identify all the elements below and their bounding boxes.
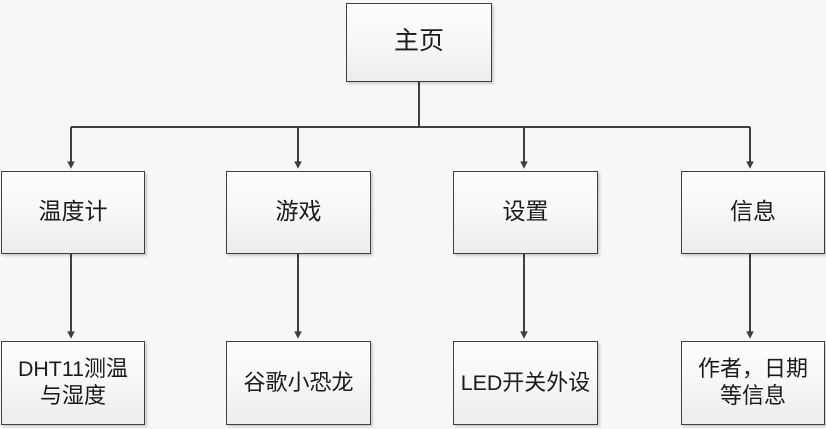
node-about[interactable]: 作者，日期等信息 — [681, 341, 825, 425]
node-thermometer-label: 温度计 — [38, 199, 108, 225]
node-dino[interactable]: 谷歌小恐龙 — [226, 341, 371, 425]
node-led[interactable]: LED开关外设 — [453, 341, 598, 425]
node-games[interactable]: 游戏 — [226, 171, 371, 254]
node-dht11-label: DHT11测温与湿度 — [18, 356, 128, 408]
node-dht11[interactable]: DHT11测温与湿度 — [1, 341, 145, 425]
node-home-label: 主页 — [393, 28, 444, 56]
node-about-label: 作者，日期等信息 — [697, 356, 808, 408]
node-thermometer[interactable]: 温度计 — [1, 171, 145, 254]
node-info-label: 信息 — [730, 199, 776, 225]
node-dino-label: 谷歌小恐龙 — [243, 369, 354, 395]
node-led-label: LED开关外设 — [460, 369, 591, 395]
node-settings-label: 设置 — [502, 199, 549, 225]
node-info[interactable]: 信息 — [681, 171, 825, 254]
node-settings[interactable]: 设置 — [453, 171, 598, 254]
node-games-label: 游戏 — [275, 199, 322, 225]
node-home[interactable]: 主页 — [346, 3, 492, 82]
